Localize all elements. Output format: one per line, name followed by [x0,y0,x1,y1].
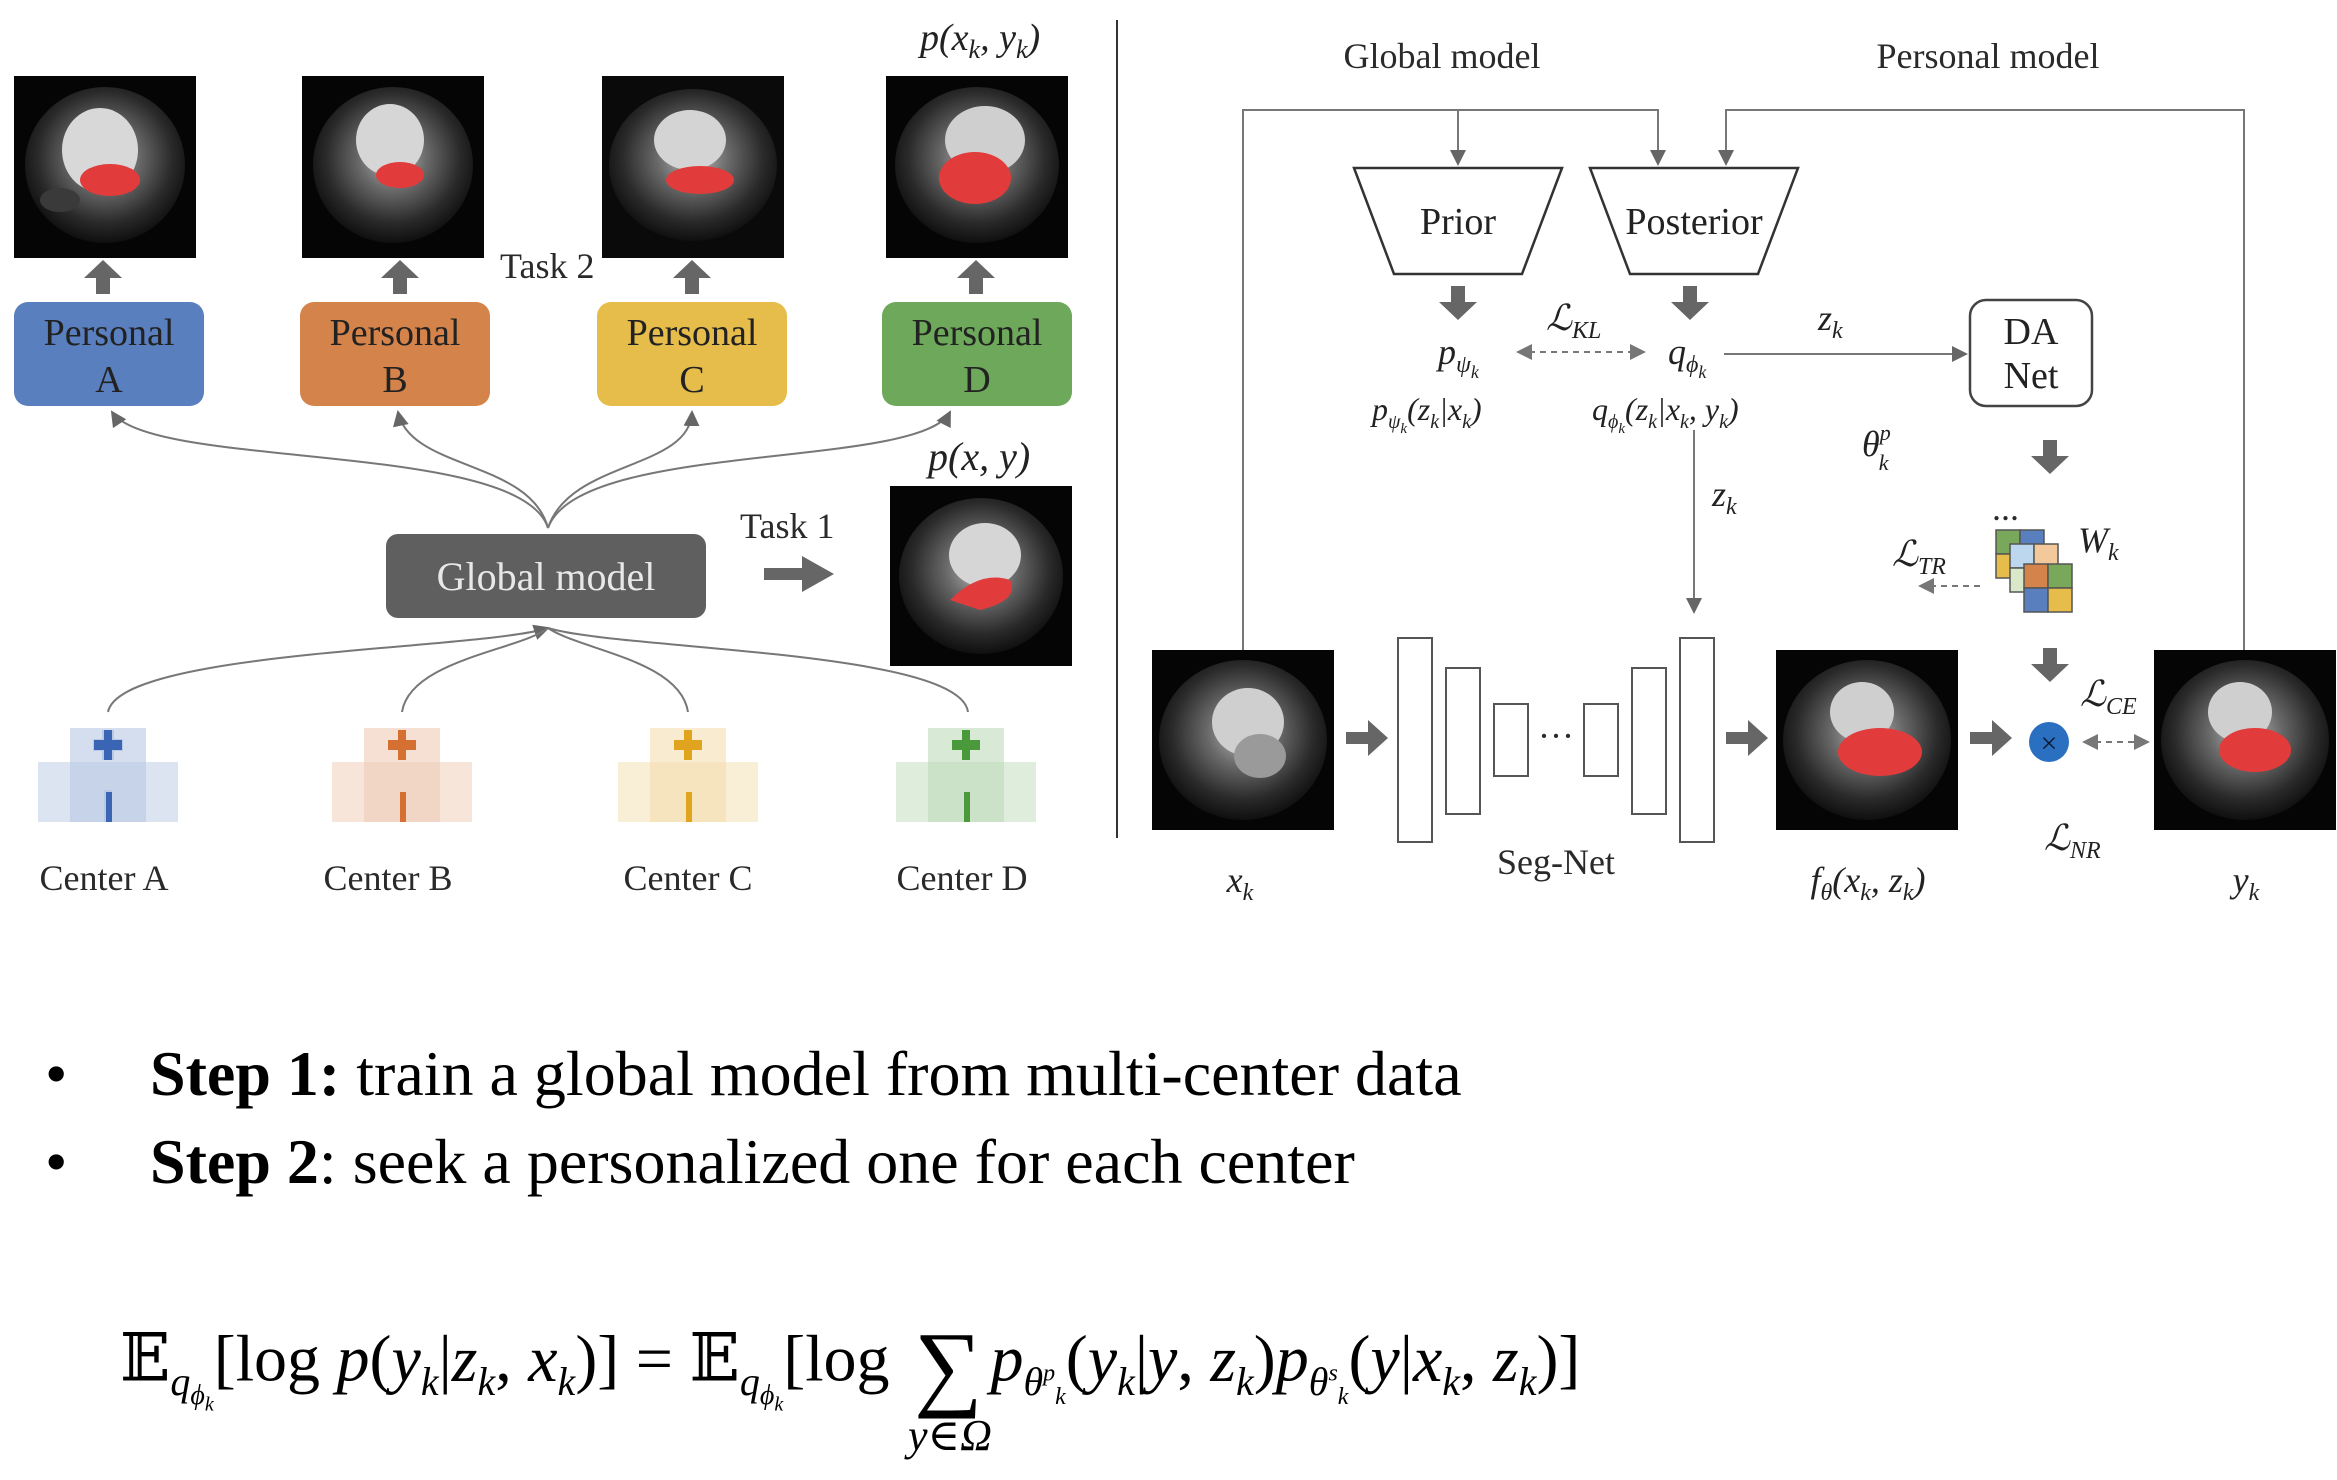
da-net-box: DA Net [1968,298,2094,408]
input-to-segnet-arrow [1346,720,1388,756]
posterior-block: Posterior [1588,166,1800,276]
personal-d-line2: D [963,359,990,401]
multiply-node: × [2029,722,2069,762]
door-icon-c [686,792,692,822]
seg-net-dots: ··· [1538,716,1574,756]
joint-distribution-label: p(xk, yk) [917,17,1040,64]
door-icon-b [400,792,406,822]
center-to-global-links [107,624,969,713]
personal-box-a: Personal A [14,302,204,406]
matrix-ellipsis: ... [1992,488,2019,528]
feedback-lines [1242,109,2245,650]
p-psi-k-label: pψk [1435,332,1480,382]
task2-label: Task 2 [500,246,594,286]
step2-text: : seek a personalized one for each cente… [318,1126,1355,1197]
global-to-personal-links [110,410,951,529]
mri-image-d [886,76,1068,258]
bullet-dot: • [45,1038,68,1109]
kl-loss-label: ℒKL [1546,298,1601,344]
posterior-dist-label: qϕk(zk|xk, yk) [1592,391,1739,437]
multiply-symbol: × [2041,727,2058,760]
mri-image-yk [2154,650,2336,830]
personal-b-line2: B [382,359,407,401]
q-phi-k-label: qϕk [1668,332,1707,382]
personal-b-line1: Personal [330,312,461,354]
output-to-multiply-arrow [1970,720,2012,756]
task1-arrow [764,556,834,592]
posterior-label: Posterior [1625,201,1763,243]
zk-label-top: zk [1817,298,1843,344]
center-a-label: Center A [40,858,169,898]
f-theta-label: fθ(xk, zk) [1810,860,1925,906]
prior-dist-label: pψk(zk|xk) [1370,391,1482,437]
task1-label: Task 1 [740,506,834,546]
cross-bar-b [388,740,416,750]
cross-bar-d [952,740,980,750]
da-net-line2: Net [2004,355,2059,397]
mri-image-c [602,76,784,258]
door-icon-d [964,792,970,822]
personal-d-line1: Personal [912,312,1043,354]
step1-bold: Step 1: [150,1038,341,1109]
xk-label: xk [1226,860,1254,906]
nr-loss-label: ℒNR [2044,818,2101,864]
cross-bar-a [94,740,122,750]
step2-bold: Step 2 [150,1126,319,1197]
personal-a-line2: A [95,359,123,401]
cross-bar-c [674,740,702,750]
right-global-model-label: Global model [1344,36,1541,76]
center-b-label: Center B [324,858,453,898]
personal-a-line1: Personal [44,312,175,354]
mri-image-b [302,76,484,258]
thick-down-arrows [1439,286,2069,682]
up-arrows [84,260,995,294]
da-net-line1: DA [2004,311,2059,353]
step1-text: train a global model from multi-center d… [340,1038,1462,1109]
center-d-label: Center D [897,858,1028,898]
seg-net-label: Seg-Net [1497,842,1615,882]
mri-image-xk [1152,650,1334,830]
prior-label: Prior [1420,201,1496,243]
seg-net [1397,637,1715,843]
door-icon-a [106,792,112,822]
step-bullets: • Step 1: train a global model from mult… [40,1030,1462,1206]
personal-c-line2: C [679,359,704,401]
center-c-label: Center C [624,858,753,898]
global-model-box: Global model [386,534,706,618]
bullet-step1: • Step 1: train a global model from mult… [40,1030,1462,1118]
pxy-label: p(x, y) [925,434,1030,479]
global-model-label: Global model [437,554,656,599]
right-personal-model-label: Personal model [1877,36,2100,76]
personal-box-c: Personal C [597,302,787,406]
prior-block: Prior [1352,166,1564,276]
tr-loss-label: ℒTR [1892,534,1946,580]
mri-image-a [14,76,196,258]
personal-box-d: Personal D [882,302,1072,406]
bullet-step2: • Step 2: seek a personalized one for ea… [40,1118,1462,1206]
zk-label-mid: zk [1711,474,1737,520]
segnet-to-output-arrow [1726,720,1768,756]
mri-image-output [1776,650,1958,830]
wk-matrices [1995,529,2073,613]
bullet-dot: • [45,1126,68,1197]
personal-c-line1: Personal [627,312,758,354]
wk-label: Wk [2078,520,2119,566]
mri-image-global [890,486,1072,666]
personal-box-b: Personal B [300,302,490,406]
yk-label: yk [2230,860,2260,906]
ce-loss-label: ℒCE [2080,674,2137,720]
